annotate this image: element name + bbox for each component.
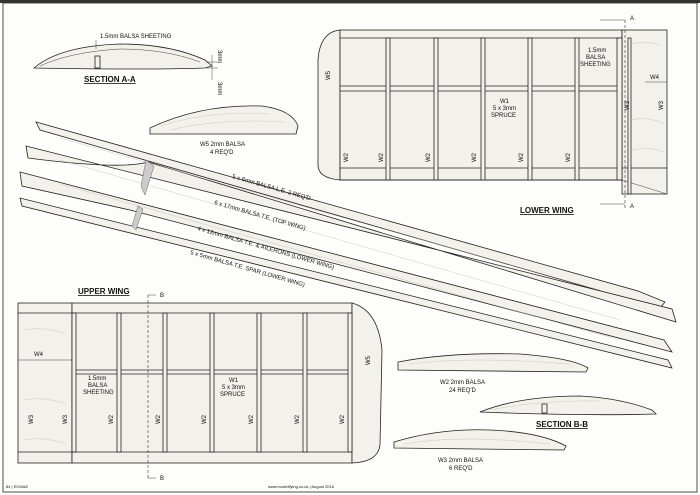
- lower-wing-rib-label: W2: [566, 152, 572, 162]
- upper-wing-ribs: [71, 312, 353, 453]
- upper-wing-sheeting-line2: BALSA: [88, 383, 107, 389]
- section-aa-dim-bottom: 3mm: [216, 82, 222, 95]
- upper-wing-w1-line3: SPRUCE: [220, 392, 245, 398]
- section-bb-spar: [541, 403, 548, 414]
- section-aa-title: SECTION A-A: [84, 75, 136, 84]
- lower-wing-sheeting-line2: BALSA: [586, 55, 605, 61]
- footer-page: 84 | RCM&E: [6, 484, 28, 489]
- upper-wing-rib-label: W2: [156, 414, 162, 424]
- upper-wing-root-label: W3: [63, 414, 69, 424]
- section-aa-spar: [94, 55, 101, 69]
- w2-part-label: W2 2mm BALSA: [440, 380, 485, 386]
- w2-part-qty: 24 REQ'D: [449, 388, 476, 394]
- section-aa-dim-top: 3mm: [216, 50, 222, 63]
- lower-wing-section-mark-top: A: [630, 16, 634, 22]
- upper-wing-rib-label: W2: [340, 414, 346, 424]
- upper-wing-rib-label: W2: [109, 414, 115, 424]
- top-edge: [0, 0, 700, 3]
- upper-wing-section-mark-bottom: B: [160, 476, 164, 482]
- lower-wing-w1-line2: 5 x 3mm: [493, 106, 516, 112]
- upper-wing-w1-line2: 5 x 3mm: [222, 385, 245, 391]
- section-bb-airfoil: [479, 395, 657, 416]
- upper-wing-rib-label: W2: [202, 414, 208, 424]
- lower-wing-tip: [317, 29, 341, 181]
- lower-wing-rib-label: W2: [426, 152, 432, 162]
- upper-wing-w1-line1: W1: [229, 378, 239, 384]
- strip-group: 5 x 6mm BALSA L.E. 2 REQ'D 6 x 17mm BALS…: [19, 121, 677, 369]
- lower-wing: A A W5 1.5mm BALSA SHEETING W4 W1 5 x 3m…: [317, 16, 668, 215]
- lower-wing-sheeting-line3: SHEETING: [580, 62, 611, 68]
- w3-part-outline: [393, 429, 567, 451]
- upper-wing-tip: [351, 302, 383, 464]
- lower-wing-w4-label: W4: [650, 75, 660, 81]
- lower-wing-w1-line3: SPRUCE: [491, 113, 516, 119]
- lower-wing-rib-label: W2: [519, 152, 525, 162]
- section-aa-airfoil: [32, 43, 213, 70]
- lower-wing-ribs: [385, 37, 632, 195]
- section-aa: 1.5mm BALSA SHEETING 3mm 3mm SECTION A-A: [32, 34, 222, 95]
- section-bb-title: SECTION B-B: [536, 420, 588, 429]
- upper-wing-w4-label: W4: [34, 352, 44, 358]
- section-bb: SECTION B-B: [479, 395, 657, 429]
- section-aa-sheeting-note: 1.5mm BALSA SHEETING: [100, 34, 172, 40]
- strip-le: [35, 121, 666, 309]
- footer-site: www.modelflying.co.uk | August 2016: [268, 484, 335, 489]
- upper-wing-root-sheeting: [17, 302, 73, 464]
- lower-wing-w1-line1: W1: [500, 99, 510, 105]
- lower-wing-sheeting-line1: 1.5mm: [588, 48, 606, 54]
- upper-wing-sheeting-line1: 1.5mm: [88, 376, 106, 382]
- strip-te-lower: [19, 171, 673, 353]
- lower-wing-root-label: W3: [659, 100, 665, 110]
- part-w3: W3 2mm BALSA 6 REQ'D: [393, 429, 567, 472]
- lower-wing-rib-label: W2: [379, 152, 385, 162]
- upper-wing-tip-label: W5: [366, 355, 372, 365]
- upper-wing-rib-label: W2: [249, 414, 255, 424]
- part-w2: W2 2mm BALSA 24 REQ'D: [397, 353, 589, 394]
- lower-wing-title: LOWER WING: [520, 206, 574, 215]
- upper-wing-title: UPPER WING: [78, 287, 130, 296]
- w3-part-qty: 6 REQ'D: [449, 466, 473, 472]
- w5-part-qty: 4 REQ'D: [210, 150, 234, 156]
- lower-wing-tip-label: W5: [326, 70, 332, 80]
- upper-wing-root-label: W3: [29, 414, 35, 424]
- lower-wing-rib-label: W2: [472, 152, 478, 162]
- lower-wing-section-mark-bottom: A: [630, 204, 634, 210]
- w2-part-outline: [397, 353, 589, 373]
- w5-part-outline: [149, 105, 299, 135]
- w3-part-label: W3 2mm BALSA: [438, 458, 483, 464]
- upper-wing-rib-label: W2: [295, 414, 301, 424]
- w5-part-label: W5 2mm BALSA: [200, 142, 245, 148]
- part-w5: W5 2mm BALSA 4 REQ'D: [149, 105, 299, 156]
- upper-wing-section-mark-top: B: [160, 293, 164, 299]
- upper-wing-sheeting-line3: SHEETING: [83, 390, 114, 396]
- upper-wing: B B UPPER WING W4 1.5mm BALSA SHEETING W…: [17, 287, 383, 482]
- lower-wing-rib-label: W2: [344, 152, 350, 162]
- lower-wing-root-label: W3: [625, 100, 631, 110]
- strip-spar-lower: [19, 197, 673, 369]
